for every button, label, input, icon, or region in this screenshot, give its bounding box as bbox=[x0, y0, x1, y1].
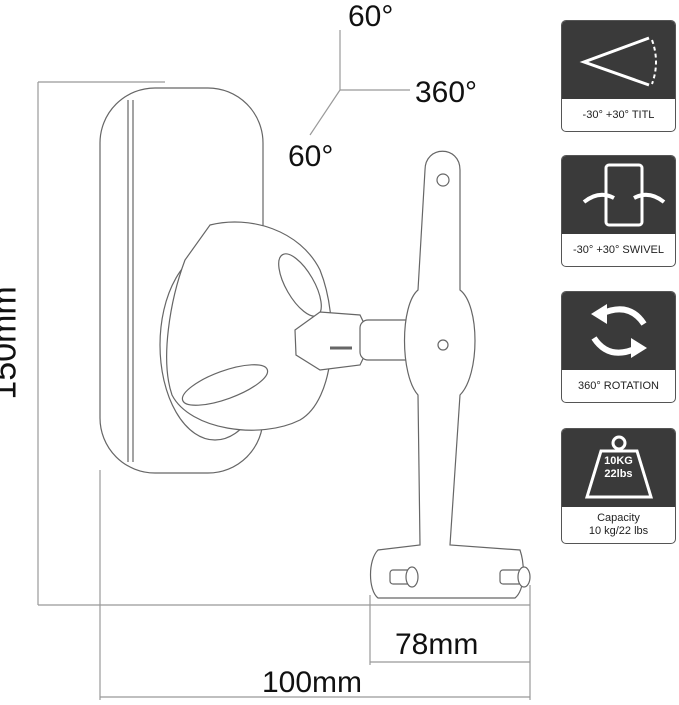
weight-text: 10KG 22lbs bbox=[562, 455, 675, 481]
feature-card-capacity: 10KG 22lbs Capacity 10 kg/22 lbs bbox=[561, 428, 676, 544]
feature-card-rotation: 360° ROTATION bbox=[561, 291, 676, 403]
weight-lbs: 22lbs bbox=[604, 468, 633, 480]
dimension-lines bbox=[37, 30, 531, 700]
capacity-label: Capacity bbox=[597, 512, 640, 525]
feature-label: 360° ROTATION bbox=[577, 379, 659, 392]
angle-down-label: 60° bbox=[288, 140, 334, 173]
plate-width-label: 78mm bbox=[395, 628, 479, 661]
height-dimension-label: 150mm bbox=[0, 286, 24, 400]
capacity-value: 10 kg/22 lbs bbox=[588, 525, 649, 537]
swivel-joint bbox=[159, 221, 416, 441]
angle-up-label: 60° bbox=[348, 0, 394, 33]
weight-icon bbox=[584, 435, 653, 499]
feature-card-swivel: -30° +30° SWIVEL bbox=[561, 155, 676, 267]
swivel-icon bbox=[582, 163, 665, 227]
weight-kg: 10KG bbox=[604, 455, 633, 467]
tilt-icon bbox=[579, 36, 657, 87]
feature-card-tilt: -30° +30° TITL bbox=[561, 20, 676, 132]
feature-label: Capacity 10 kg/22 lbs bbox=[562, 507, 675, 543]
feature-label: -30° +30° SWIVEL bbox=[572, 243, 665, 256]
wall-plate bbox=[369, 150, 531, 599]
rotation-icon bbox=[590, 304, 647, 358]
feature-label: -30° +30° TITL bbox=[582, 108, 655, 121]
total-width-label: 100mm bbox=[262, 666, 363, 699]
angle-side-label: 360° bbox=[415, 76, 478, 109]
